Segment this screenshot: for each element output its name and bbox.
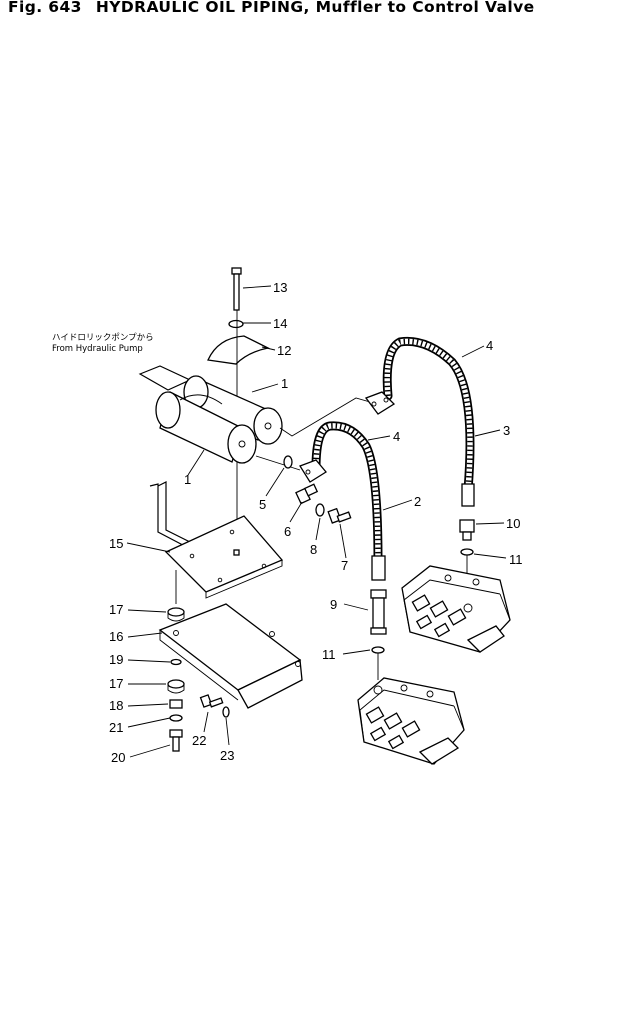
leader-lines <box>126 285 507 758</box>
muffler-outlet-line-lower <box>255 455 301 471</box>
callout-label: 16 <box>109 629 123 644</box>
o-ring-upper <box>460 548 474 556</box>
callout-label: 3 <box>503 423 510 438</box>
callout-label: 6 <box>284 524 291 539</box>
callout-label: 17 <box>109 676 123 691</box>
clamp-strap <box>207 335 270 365</box>
callout-label: 11 <box>322 647 336 662</box>
callout-label: 12 <box>277 343 291 358</box>
callout-label: 1 <box>184 472 191 487</box>
callout-label: 15 <box>109 536 123 551</box>
o-ring-lower <box>371 646 385 654</box>
callout-label: 7 <box>341 558 348 573</box>
flow-arrow <box>138 365 192 391</box>
callout-label: 23 <box>220 748 234 763</box>
callout-label: 18 <box>109 698 123 713</box>
source-label-english: From Hydraulic Pump <box>52 344 143 354</box>
hose-long <box>382 336 475 507</box>
plug-bolt <box>327 507 352 524</box>
elbow-fitting-lower <box>299 459 327 483</box>
callout-label: 17 <box>109 602 123 617</box>
callout-label: 13 <box>273 280 287 295</box>
mount-bolt <box>169 729 183 752</box>
muffler-rear <box>183 375 283 445</box>
muffler-bracket <box>157 481 211 553</box>
figure-title: Fig. 643 HYDRAULIC OIL PIPING, Muffler to… <box>8 0 534 16</box>
spacer-washer <box>170 658 182 666</box>
callout-label: 9 <box>330 597 337 612</box>
lock-washer <box>169 714 183 722</box>
callout-label: 2 <box>414 494 421 509</box>
source-label-japanese: ハイドロリックポンプから <box>52 333 154 343</box>
bracket-bolt <box>199 694 224 708</box>
control-valve-upper <box>401 565 511 653</box>
callout-label: 5 <box>259 497 266 512</box>
rubber-mount-lower <box>167 679 185 694</box>
muffler-front <box>155 391 257 464</box>
figure-caption: HYDRAULIC OIL PIPING, Muffler to Control… <box>95 0 535 16</box>
callout-labels: 13 14 12 1 1 4 4 3 2 5 6 8 7 10 11 9 11 … <box>109 280 523 765</box>
washer <box>228 319 244 329</box>
rubber-mount-upper <box>167 607 185 622</box>
o-ring <box>283 455 293 469</box>
callout-label: 14 <box>273 316 287 331</box>
pipe-fitting <box>370 589 387 635</box>
callout-label: 21 <box>109 720 123 735</box>
support-bracket <box>158 603 303 709</box>
elbow-fitting-upper <box>364 391 396 415</box>
connector-fitting <box>459 519 475 541</box>
muffler-strap <box>179 394 223 405</box>
seal-washer <box>315 503 325 517</box>
callout-label: 1 <box>281 376 288 391</box>
mounting-bolt <box>231 267 242 311</box>
control-valve-lower <box>357 677 465 765</box>
callout-label: 20 <box>111 750 125 765</box>
callout-label: 4 <box>393 429 400 444</box>
bracket-washer <box>222 706 230 718</box>
callout-label: 10 <box>506 516 520 531</box>
collar <box>169 699 183 709</box>
muffler-outlet-line-upper <box>279 397 371 437</box>
adapter-fitting <box>295 483 319 505</box>
callout-label: 4 <box>486 338 493 353</box>
callout-label: 19 <box>109 652 123 667</box>
hose-short <box>311 421 386 581</box>
callout-label: 8 <box>310 542 317 557</box>
mounting-plate <box>164 515 284 599</box>
callout-label: 11 <box>509 552 523 567</box>
figure-number: Fig. 643 <box>8 0 82 16</box>
muffler-bracket-edge <box>149 483 201 555</box>
callout-label: 22 <box>192 733 206 748</box>
